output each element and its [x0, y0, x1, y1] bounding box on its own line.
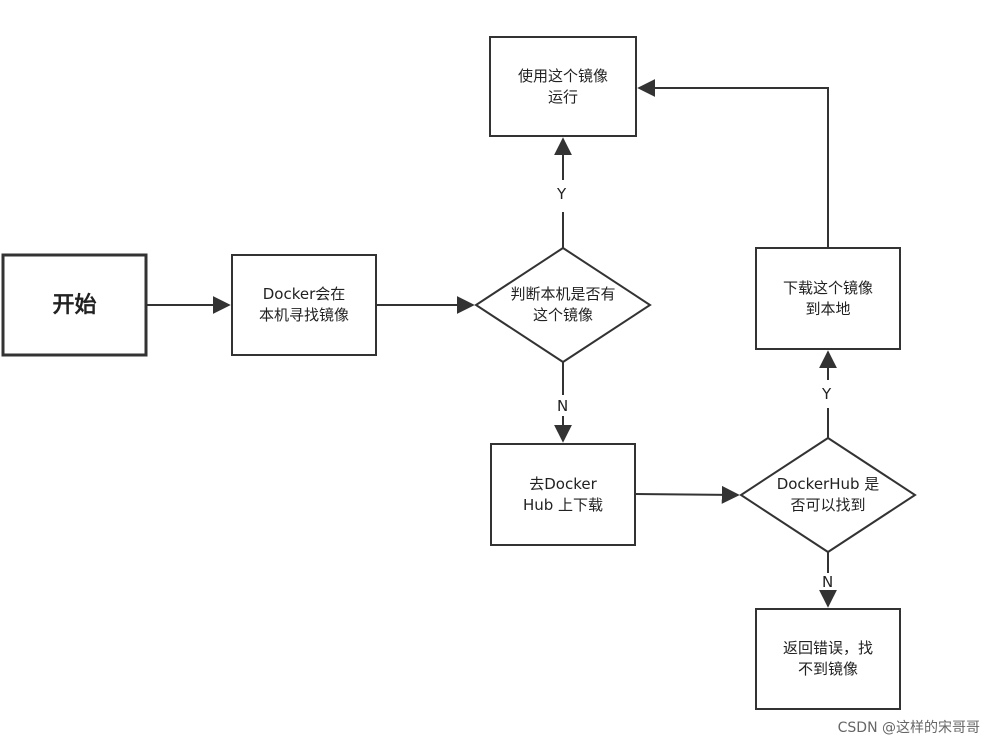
check-hub-decision: [739, 436, 917, 554]
run-node: [489, 36, 637, 137]
start-node: [1, 253, 148, 357]
search-node: [231, 254, 377, 356]
error-node: [755, 608, 901, 710]
watermark-text: CSDN @这样的宋哥哥: [837, 720, 980, 736]
edge-label-local-yes: Y: [557, 185, 567, 203]
edge-label-hub-yes: Y: [822, 385, 832, 403]
edge-downloadlocal-run: [637, 79, 829, 248]
edge-download-checkhub: [634, 485, 740, 504]
check-local-decision: [474, 246, 652, 364]
edge-label-local-no: N: [557, 397, 569, 415]
edge-label-hub-no: N: [822, 573, 834, 591]
download-local-node: [755, 247, 901, 350]
dockerhub-download-node: [490, 443, 636, 546]
